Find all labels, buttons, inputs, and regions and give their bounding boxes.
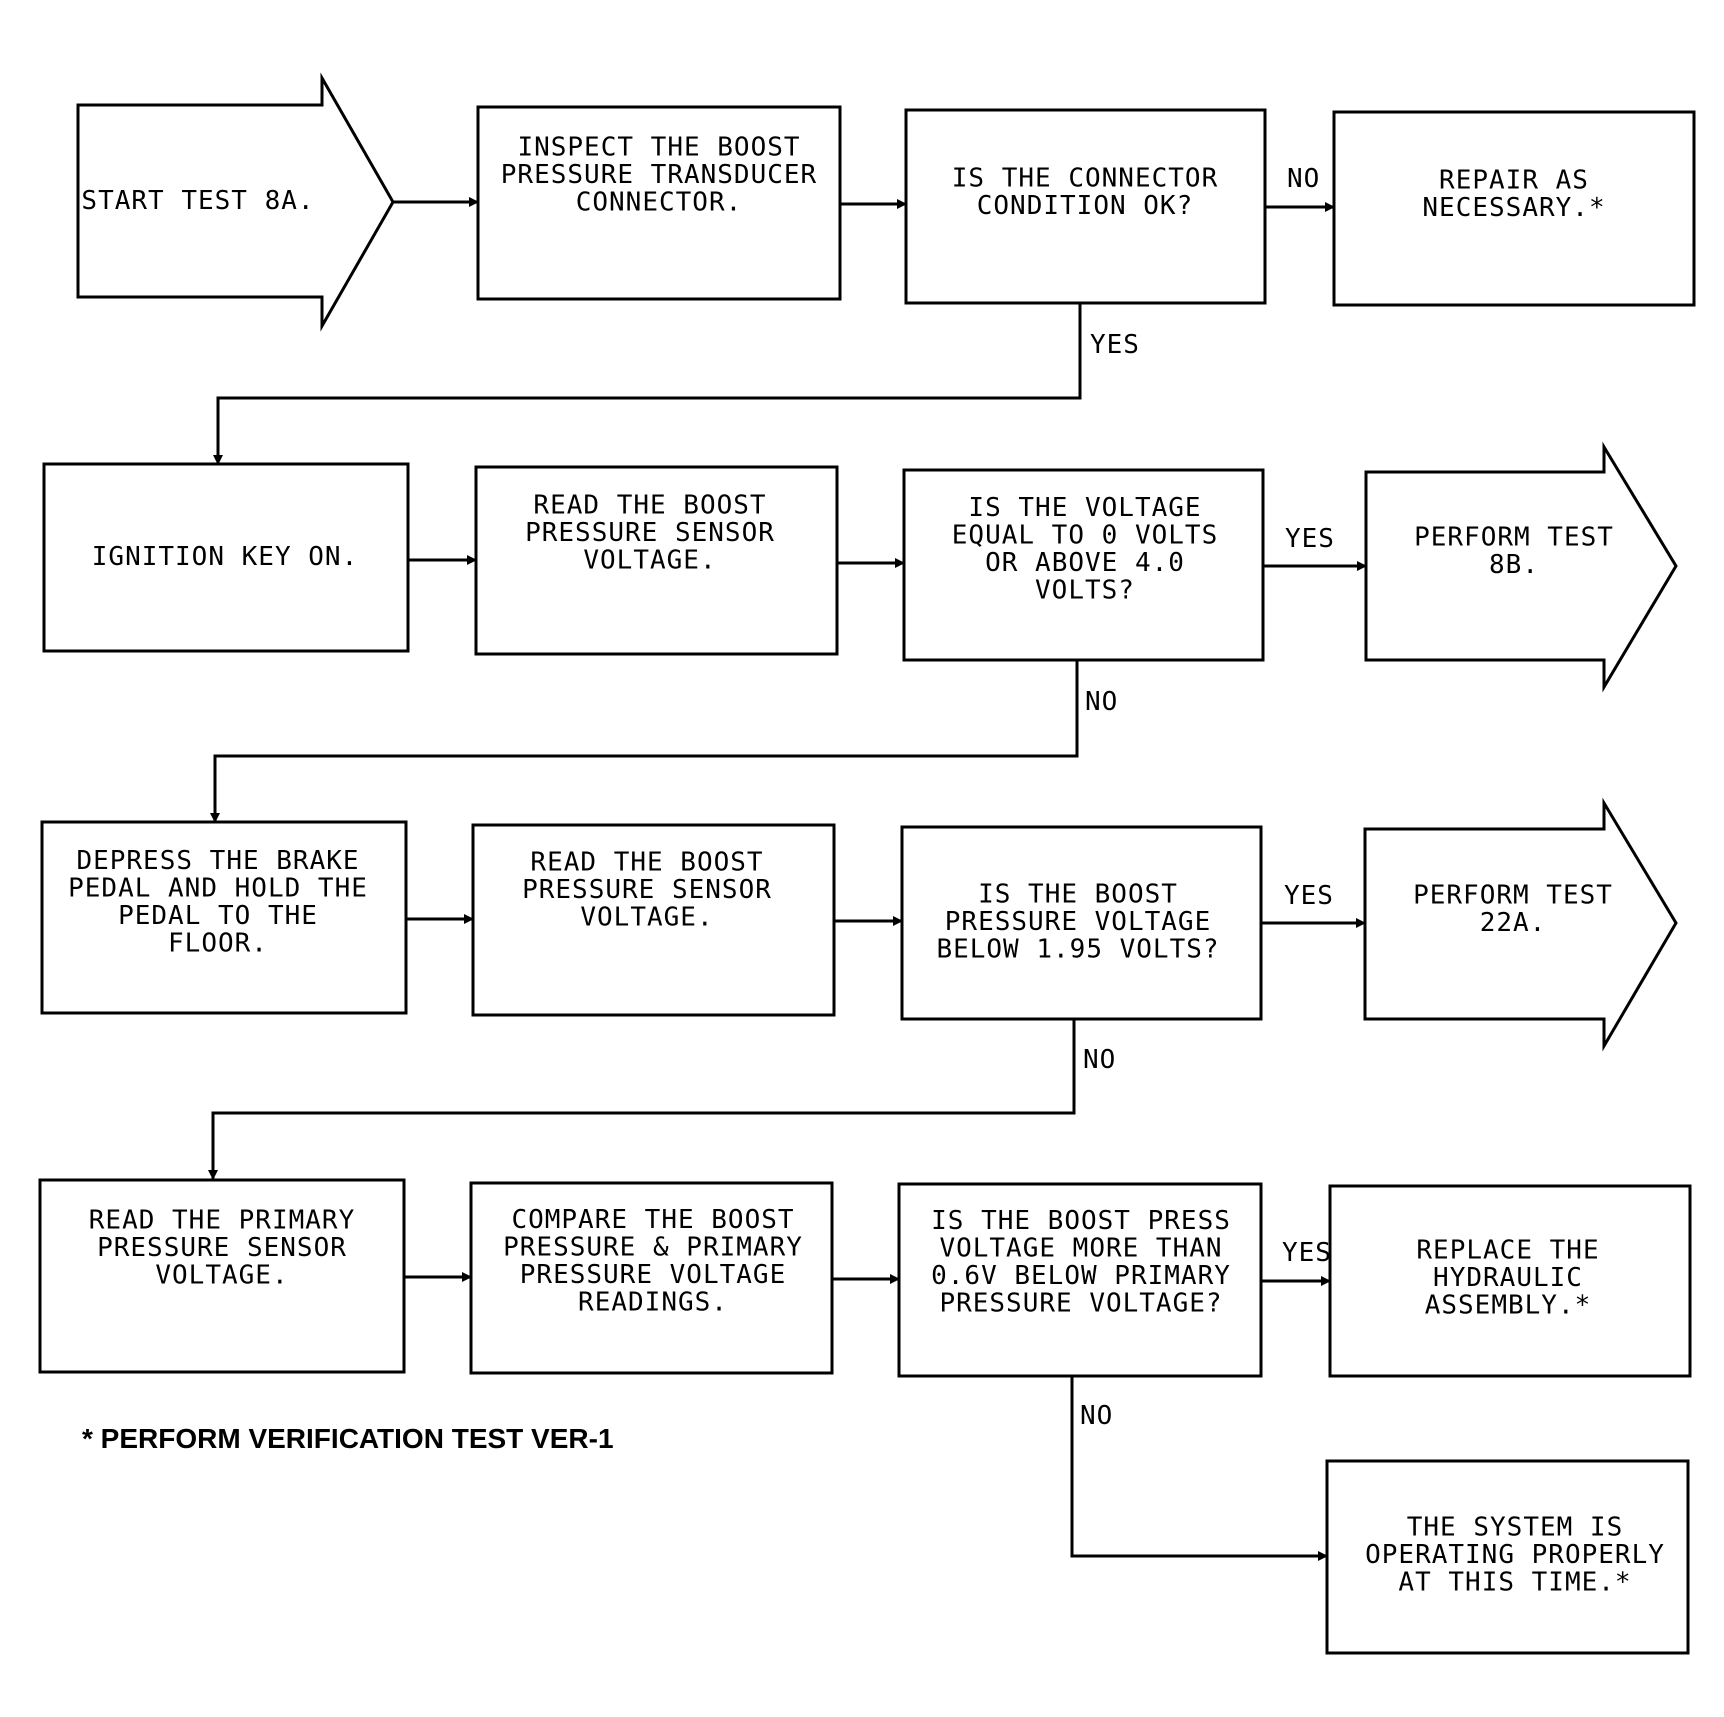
node-text-line: PERFORM TEST	[1414, 522, 1614, 552]
depress-box	[40, 820, 408, 1015]
node-text-line: PRESSURE SENSOR	[97, 1233, 347, 1263]
start-node: START TEST 8A.	[81, 186, 314, 216]
node-text-line: 0.6V BELOW PRIMARY	[931, 1261, 1231, 1291]
node-text-line: ASSEMBLY.*	[1425, 1291, 1592, 1321]
footnote: * PERFORM VERIFICATION TEST VER-1	[82, 1423, 614, 1454]
node-text-line: REPLACE THE	[1416, 1236, 1599, 1266]
label-below-yes: YES	[1284, 881, 1334, 911]
node-text-line: DEPRESS THE BRAKE	[76, 846, 359, 876]
node-text-line: PRESSURE SENSOR	[525, 518, 775, 548]
ignition-node: IGNITION KEY ON.	[92, 542, 358, 572]
node-text-line: OR ABOVE 4.0	[985, 548, 1185, 578]
edge-more-systemok	[1070, 1376, 1328, 1561]
label-voltage-yes: YES	[1285, 524, 1335, 554]
node-text-line: NECESSARY.*	[1422, 193, 1605, 223]
repair-box	[1332, 110, 1696, 307]
node-text-line: START TEST 8A.	[81, 186, 314, 216]
test-22a-arrow-shape	[1363, 797, 1678, 1052]
edge-below-readprimary	[208, 1019, 1076, 1180]
start-arrow-shape	[76, 72, 395, 332]
node-text-line: READ THE BOOST	[533, 491, 766, 521]
node-text-line: OPERATING PROPERLY	[1365, 1540, 1665, 1570]
node-text-line: PRESSURE VOLTAGE	[945, 907, 1211, 937]
node-text-line: PEDAL AND HOLD THE	[68, 873, 368, 903]
node-text-line: VOLTAGE.	[583, 546, 716, 576]
node-text-line: 22A.	[1480, 908, 1547, 938]
boost-below-box	[900, 825, 1263, 1021]
read-boost-2-box	[471, 823, 836, 1017]
node-text-line: PERFORM TEST	[1413, 880, 1613, 910]
node-text-line: READINGS.	[578, 1287, 728, 1317]
node-text-line: HYDRAULIC	[1433, 1263, 1583, 1293]
node-text-line: COMPARE THE BOOST	[511, 1205, 794, 1235]
read-boost-1-box	[474, 465, 839, 656]
node-text-line: REPAIR AS	[1439, 165, 1589, 195]
label-connector-yes: YES	[1090, 330, 1140, 360]
node-text-line: EQUAL TO 0 VOLTS	[952, 520, 1218, 550]
label-more-yes: YES	[1282, 1238, 1332, 1268]
node-text-line: 8B.	[1489, 550, 1539, 580]
node-text-line: PRESSURE & PRIMARY	[503, 1232, 803, 1262]
ignition-box	[42, 462, 410, 653]
node-text-line: IS THE VOLTAGE	[968, 493, 1201, 523]
node-text-line: READ THE BOOST	[530, 848, 763, 878]
test-8b-arrow-shape	[1364, 441, 1678, 693]
node-text-line: VOLTS?	[1035, 575, 1135, 605]
edge-connector-ignition	[213, 303, 1082, 465]
read-primary-box	[38, 1178, 406, 1374]
label-voltage-no: NO	[1085, 687, 1118, 717]
node-text-line: CONNECTOR.	[576, 188, 743, 218]
connector-ok-box	[904, 108, 1267, 305]
replace-box	[1328, 1184, 1692, 1378]
node-text-line: BELOW 1.95 VOLTS?	[936, 935, 1219, 965]
connector-lines	[208, 197, 1367, 1561]
label-more-no: NO	[1080, 1401, 1113, 1431]
node-text-line: FLOOR.	[168, 928, 268, 958]
voltage-eq-box	[902, 468, 1265, 662]
label-below-no: NO	[1083, 1045, 1116, 1075]
node-text-line: PRESSURE VOLTAGE	[520, 1260, 786, 1290]
inspect-box	[476, 105, 842, 301]
node-text-line: PRESSURE VOLTAGE?	[939, 1288, 1222, 1318]
boost-more-box	[897, 1182, 1263, 1378]
node-text-line: PRESSURE TRANSDUCER	[501, 160, 817, 190]
node-text-line: IS THE BOOST	[978, 880, 1178, 910]
node-text-line: IS THE CONNECTOR	[952, 163, 1218, 193]
label-connector-no: NO	[1287, 164, 1320, 194]
node-text-line: VOLTAGE.	[580, 903, 713, 933]
node-text-line: CONDITION OK?	[977, 191, 1194, 221]
node-text-line: PRESSURE SENSOR	[522, 875, 772, 905]
node-text-line: THE SYSTEM IS	[1407, 1513, 1624, 1543]
node-text-line: AT THIS TIME.*	[1398, 1568, 1631, 1598]
node-text-line: VOLTAGE.	[155, 1261, 288, 1291]
node-text-line: READ THE PRIMARY	[89, 1206, 355, 1236]
system-ok-box	[1325, 1459, 1690, 1655]
compare-box	[469, 1181, 834, 1375]
edge-voltage-depress	[210, 660, 1079, 823]
node-text-line: VOLTAGE MORE THAN	[939, 1233, 1222, 1263]
node-text-line: IS THE BOOST PRESS	[931, 1206, 1231, 1236]
node-text-line: IGNITION KEY ON.	[92, 542, 358, 572]
node-text-line: PEDAL TO THE	[118, 901, 318, 931]
node-text-line: INSPECT THE BOOST	[517, 133, 800, 163]
